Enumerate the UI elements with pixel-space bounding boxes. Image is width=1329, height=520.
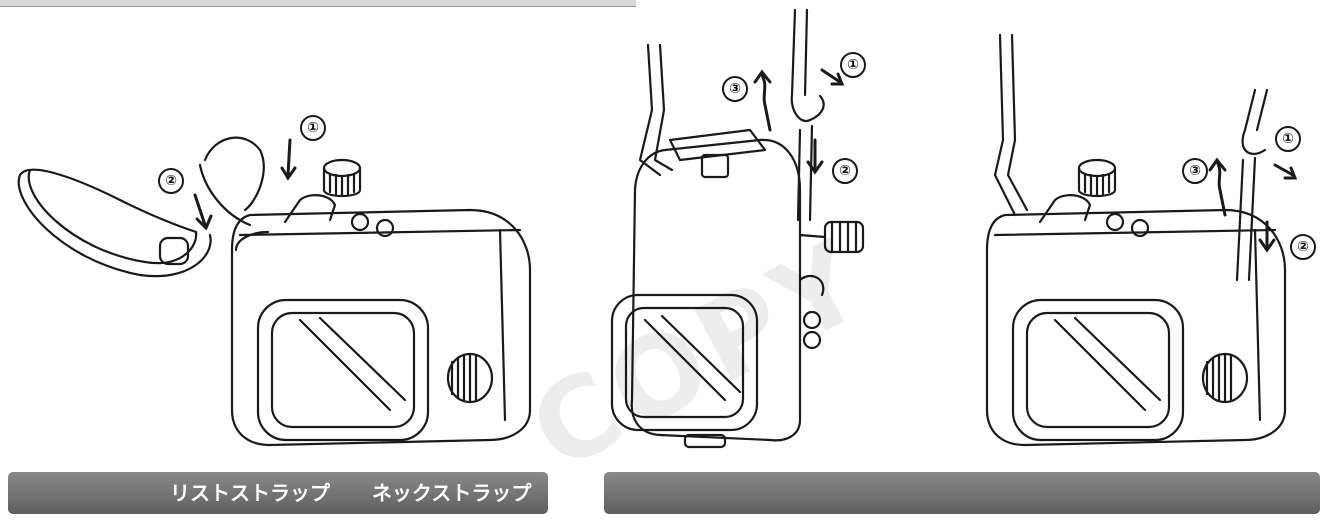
camera-housing-icon [17, 136, 532, 447]
step-label-2: ② [832, 158, 858, 184]
step-label-2: ② [1290, 234, 1316, 260]
camera-housing-icon [610, 8, 865, 449]
step-label-3: ③ [722, 76, 748, 102]
caption-neck-strap: ネックストラップ [371, 481, 532, 505]
caption-bar-right [604, 472, 1320, 514]
camera-housing-icon [985, 33, 1298, 447]
figure-neck-strap-side: ① ② ③ [975, 0, 1329, 470]
step-label-1: ① [1275, 126, 1301, 152]
caption-wrist-strap: リストストラップ [170, 481, 330, 505]
figure-neck-strap-attach: ① ② ③ [600, 0, 900, 470]
step-label-3: ③ [1182, 158, 1208, 184]
figure-wrist-strap: ① ② [0, 0, 560, 470]
step-label-1: ① [840, 52, 866, 78]
step-label-1: ① [300, 115, 326, 141]
step-label-2: ② [158, 168, 184, 194]
top-divider [0, 0, 636, 7]
caption-bar-left: リストストラップ ネックストラップ [8, 472, 548, 514]
